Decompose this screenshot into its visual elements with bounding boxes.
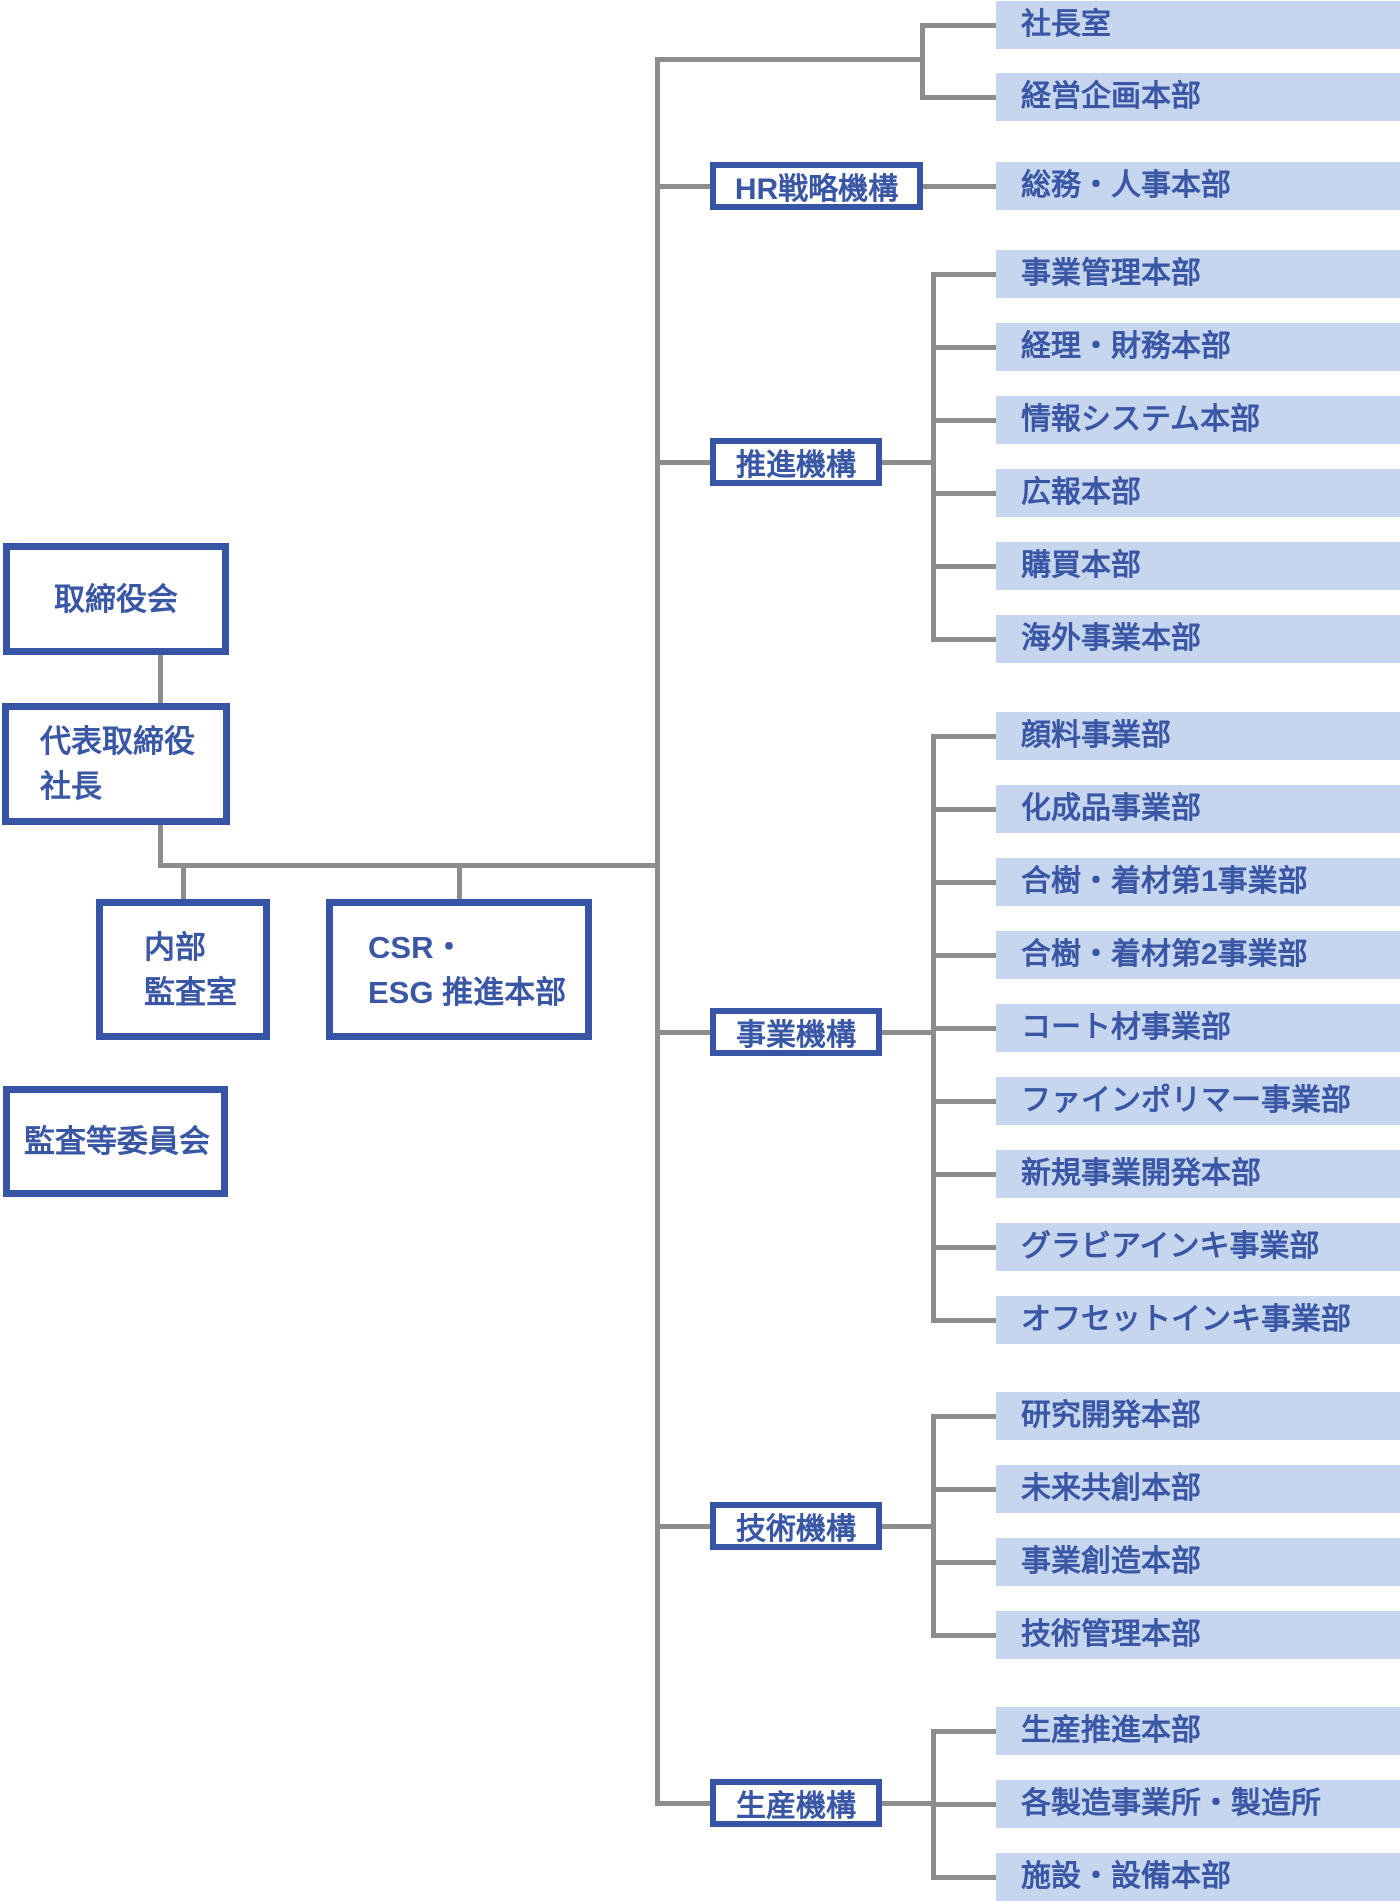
connector-stub [931, 952, 996, 958]
connector-stub [931, 490, 996, 496]
connector-stub [882, 1523, 936, 1529]
unit-bar: 総務・人事本部 [996, 162, 1400, 210]
connector-stub [882, 1029, 936, 1035]
connector-stub [931, 1728, 996, 1734]
unit-bar: コート材事業部 [996, 1004, 1400, 1052]
president-box: 代表取締役 社長 [2, 703, 230, 825]
connector-stub [931, 1171, 996, 1177]
connector-stub [931, 1413, 996, 1419]
connector-stub [931, 1559, 996, 1565]
unit-bar: 顔料事業部 [996, 712, 1400, 760]
unit-bar: 経理・財務本部 [996, 323, 1400, 371]
unit-bar: 経営企画本部 [996, 73, 1400, 121]
unit-bar: 海外事業本部 [996, 615, 1400, 663]
connector-stub [931, 563, 996, 569]
connector-stub [931, 1244, 996, 1250]
unit-bar: 社長室 [996, 1, 1400, 49]
president-label-line2: 社長 [40, 769, 102, 804]
group-box: HR戦略機構 [710, 162, 923, 210]
unit-bar: 合樹・着材第2事業部 [996, 931, 1400, 979]
connector-pair-feed [655, 57, 925, 62]
internal-audit-label-line2: 監査室 [144, 974, 237, 1010]
unit-bar: 施設・設備本部 [996, 1853, 1400, 1901]
connector-stub [882, 459, 936, 465]
unit-bar: 研究開発本部 [996, 1392, 1400, 1440]
connector-president-down [158, 820, 163, 868]
connector-stub [931, 1486, 996, 1492]
connector-stub [923, 183, 996, 189]
unit-bar: 未来共創本部 [996, 1465, 1400, 1513]
board-label: 取締役会 [54, 581, 178, 617]
board-box: 取締役会 [3, 543, 229, 655]
audit-committee-box: 監査等委員会 [3, 1086, 228, 1197]
unit-bar: 化成品事業部 [996, 785, 1400, 833]
connector-stub [931, 879, 996, 885]
csr-esg-box: CSR・ ESG 推進本部 [326, 899, 592, 1040]
connector-stub [931, 344, 996, 350]
group-box: 事業機構 [710, 1008, 882, 1056]
unit-bar: ファインポリマー事業部 [996, 1077, 1400, 1125]
connector-stub [931, 271, 996, 277]
connector-stub [920, 22, 996, 28]
unit-bar: 生産推進本部 [996, 1707, 1400, 1755]
connector-stub [931, 1098, 996, 1104]
connector-stub [931, 806, 996, 812]
unit-bar: 購買本部 [996, 542, 1400, 590]
connector-stub [655, 183, 710, 189]
internal-audit-label-line1: 内部 [144, 929, 206, 965]
connector-stub [655, 459, 710, 465]
unit-bar: 事業創造本部 [996, 1538, 1400, 1586]
connector-main-trunk [655, 57, 660, 1806]
president-label-line1: 代表取締役 [40, 724, 195, 759]
unit-bar: 合樹・着材第1事業部 [996, 858, 1400, 906]
connector-drop-csr-esg [457, 863, 462, 905]
internal-audit-box: 内部 監査室 [96, 899, 270, 1040]
unit-bar: 情報システム本部 [996, 396, 1400, 444]
group-box: 技術機構 [710, 1502, 882, 1550]
unit-bar: オフセットインキ事業部 [996, 1296, 1400, 1344]
unit-bar: グラビアインキ事業部 [996, 1223, 1400, 1271]
connector-stub [655, 1523, 710, 1529]
connector-pair-vertical [920, 22, 925, 100]
connector-stub [931, 636, 996, 642]
connector-stub [920, 94, 996, 100]
connector-drop-internal-audit [181, 863, 186, 905]
connector-stub [931, 733, 996, 739]
connector-stub [931, 1801, 996, 1807]
group-box: 生産機構 [710, 1779, 882, 1827]
connector-stub [655, 1029, 710, 1035]
connector-sub-trunk [931, 1413, 936, 1638]
unit-bar: 各製造事業所・製造所 [996, 1780, 1400, 1828]
connector-sub-trunk [931, 271, 936, 642]
unit-bar: 事業管理本部 [996, 250, 1400, 298]
csr-esg-label-line1: CSR・ [368, 929, 465, 965]
unit-bar: 新規事業開発本部 [996, 1150, 1400, 1198]
connector-stub [655, 1800, 710, 1806]
connector-stub [931, 1874, 996, 1880]
connector-stub [931, 417, 996, 423]
connector-stub [931, 1025, 996, 1031]
connector-board-president [158, 650, 163, 708]
connector-stub [931, 1632, 996, 1638]
group-box: 推進機構 [710, 438, 882, 486]
connector-president-feed [158, 863, 660, 868]
connector-stub [931, 1317, 996, 1323]
csr-esg-label-line2: ESG 推進本部 [368, 974, 567, 1010]
unit-bar: 広報本部 [996, 469, 1400, 517]
unit-bar: 技術管理本部 [996, 1611, 1400, 1659]
audit-committee-label: 監査等委員会 [24, 1124, 210, 1159]
connector-stub [882, 1800, 936, 1806]
